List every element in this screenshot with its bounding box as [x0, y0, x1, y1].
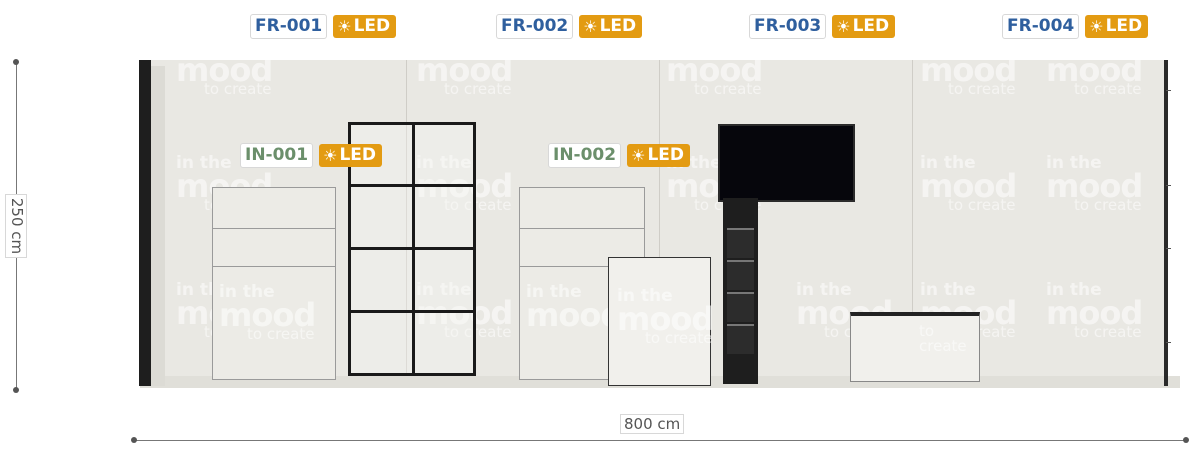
fr-003-code: FR-003: [749, 14, 827, 39]
led-badge: ☀LED: [319, 144, 383, 167]
tv-screen: [718, 124, 855, 202]
pedestal-box: in the mood to create: [608, 257, 714, 386]
tick-mark: [1166, 185, 1171, 186]
frieze-label-fr-002: FR-002 ☀LED: [496, 14, 643, 39]
watermark: mood to create: [920, 51, 1017, 98]
inner-label-in-001: IN-001 ☀LED: [240, 143, 383, 168]
dimension-end-dot: [13, 59, 19, 65]
sun-icon: ☀: [337, 17, 352, 36]
fr-002-code: FR-002: [496, 14, 574, 39]
dimension-end-dot: [1183, 437, 1189, 443]
sun-icon: ☀: [323, 146, 338, 165]
frieze-label-fr-001: FR-001 ☀LED: [250, 14, 397, 39]
tick-mark: [1166, 248, 1171, 249]
panel-seam: [406, 60, 407, 376]
sun-icon: ☀: [1089, 17, 1104, 36]
counter-left: in the mood to create: [212, 187, 336, 380]
led-badge: ☀LED: [627, 144, 691, 167]
inner-label-in-002: IN-002 ☀LED: [548, 143, 691, 168]
led-badge: ☀LED: [579, 15, 643, 38]
sun-icon: ☀: [631, 146, 646, 165]
wall-right-edge: [1164, 60, 1168, 386]
brochure-stand: [723, 198, 758, 384]
dimension-end-dot: [13, 387, 19, 393]
frieze-label-fr-004: FR-004 ☀LED: [1002, 14, 1149, 39]
sun-icon: ☀: [836, 17, 851, 36]
watermark: in the mood to create: [416, 280, 513, 341]
fr-004-code: FR-004: [1002, 14, 1080, 39]
height-dimension-label: 250 cm: [5, 189, 27, 263]
watermark: in the mood to create: [1046, 280, 1143, 341]
watermark: mood to create: [416, 51, 513, 98]
in-001-code: IN-001: [240, 143, 314, 168]
tick-mark: [1166, 90, 1171, 91]
watermark: in the mood to create: [416, 153, 513, 214]
in-002-code: IN-002: [548, 143, 622, 168]
panel-seam: [912, 60, 913, 376]
grid-shelf: [348, 122, 476, 376]
width-dimension-line: [134, 440, 1186, 441]
watermark: mood to create: [176, 51, 273, 98]
led-badge: ☀LED: [832, 15, 896, 38]
wall-left-edge: [139, 60, 151, 386]
dimension-end-dot: [131, 437, 137, 443]
watermark: mood to create: [1046, 51, 1143, 98]
frieze-label-fr-003: FR-003 ☀LED: [749, 14, 896, 39]
width-dimension-label: 800 cm: [620, 414, 685, 434]
watermark: in the mood to create: [920, 153, 1017, 214]
led-badge: ☀LED: [333, 15, 397, 38]
wall-left-inner: [151, 66, 165, 386]
fr-001-code: FR-001: [250, 14, 328, 39]
tick-mark: [1166, 342, 1171, 343]
watermark: mood to create: [666, 51, 763, 98]
watermark: in the mood to create: [1046, 153, 1143, 214]
panel-seam: [659, 60, 660, 376]
led-badge: ☀LED: [1085, 15, 1149, 38]
sun-icon: ☀: [583, 17, 598, 36]
counter-low-right: to create: [850, 312, 980, 382]
